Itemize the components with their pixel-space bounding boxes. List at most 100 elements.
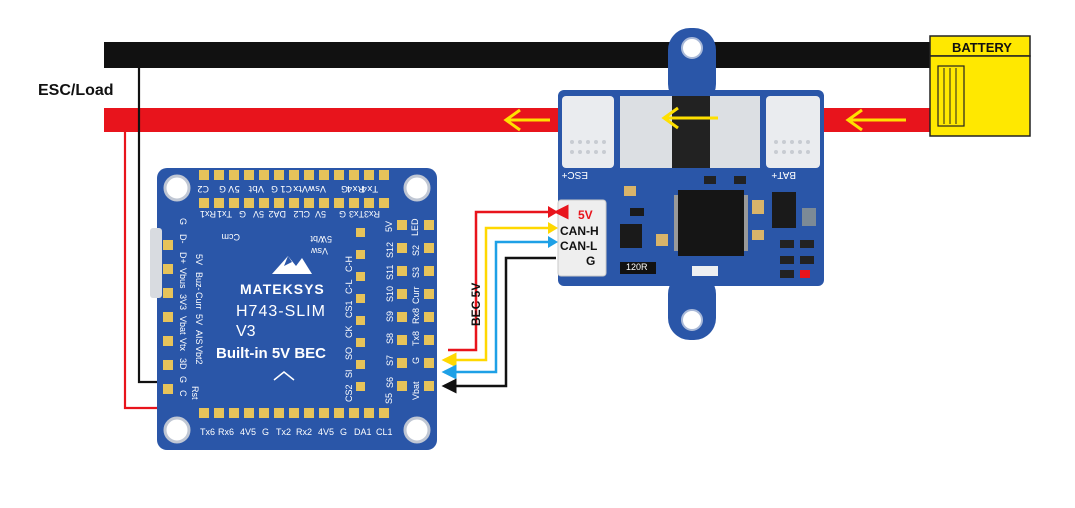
top-pin-label: C2 — [197, 183, 209, 193]
bat-plus-label: BAT+ — [771, 169, 796, 180]
arrow-head — [548, 206, 558, 218]
esc-plus-label: ESC+ — [561, 169, 588, 180]
bec-5v-label: BEC 5V — [469, 283, 483, 326]
left-pin-label: D+ — [178, 252, 188, 264]
inner-pin-label: Rx1 — [200, 209, 216, 219]
main-black-wire — [104, 42, 934, 68]
left-inner-label: AIS — [194, 330, 204, 345]
connector-pin-5v: 5V — [578, 208, 593, 222]
connector-pin-can-l: CAN-L — [560, 239, 597, 253]
can-l-wire — [441, 240, 550, 380]
inner-pin-label: Rx3 — [364, 209, 380, 219]
right-pin-label: S12 — [385, 242, 395, 258]
power-module: ESC+ BAT+ 120R 5V CAN-H CAN-L G — [557, 28, 824, 340]
bottom-pin-label: Rx2 — [296, 427, 312, 437]
inner-pin-label: G — [239, 209, 246, 219]
top-pin-label: Vsw — [308, 183, 326, 193]
mid-pin-label: SO — [344, 347, 354, 360]
mateksys-logo-icon — [272, 256, 312, 274]
mid-pin-label: CK — [344, 325, 354, 338]
side-pin-label: G — [411, 357, 421, 364]
bottom-pin-label: 4V5 — [318, 427, 334, 437]
top-pin-label: Vtx — [292, 183, 308, 193]
can-h-wire — [441, 226, 550, 368]
left-inner-label: 5V — [194, 314, 204, 325]
top-pin-label: C1 — [280, 183, 292, 193]
bottom-pin-label: G — [340, 427, 347, 437]
top-pin-label: Tx4 — [361, 183, 379, 193]
top-pin-label: Rx4 — [346, 183, 364, 193]
connector-pin-can-h: CAN-H — [560, 224, 599, 238]
right-pin-label: S8 — [385, 333, 395, 344]
bottom-pin-label: 4V5 — [240, 427, 256, 437]
arrow-mark-icon — [273, 371, 295, 381]
board-version: V3 — [236, 323, 256, 340]
pm-chip — [678, 190, 744, 256]
inner-label: 5V — [321, 234, 332, 244]
left-pin-label: G — [178, 376, 188, 383]
bottom-pin-label: Rx6 — [218, 427, 234, 437]
resistor-label: 120R — [626, 262, 648, 272]
bottom-pin-label: Tx6 — [200, 427, 215, 437]
top-pin-label: G — [341, 183, 348, 193]
top-pin-label: Vbt — [248, 183, 264, 193]
left-pin-label: Vtx — [178, 338, 188, 352]
side-pin-label: Curr — [411, 286, 421, 304]
arrow-head — [548, 236, 558, 248]
mid-pin-label: CS1 — [344, 300, 354, 318]
side-pin-label: S2 — [411, 245, 421, 256]
left-pin-label: C — [178, 390, 188, 397]
inner-pin-label: Tx1 — [217, 209, 232, 219]
right-pin-label: S7 — [385, 355, 395, 366]
top-pin-label: 5V — [227, 183, 240, 193]
left-inner-label: Buz- — [194, 272, 204, 291]
esc-load-label: ESC/Load — [38, 82, 114, 99]
right-pin-label: S11 — [385, 265, 395, 280]
side-pin-label: Tx8 — [411, 331, 421, 346]
inner-pin-label: Tx3 — [349, 209, 364, 219]
inner-label: Vsw — [310, 246, 328, 256]
right-pin-label: S6 — [385, 377, 395, 388]
left-pin-label: 3V3 — [178, 294, 188, 310]
inner-pin-label: CL2 — [293, 209, 310, 219]
left-pin-label: Vbus — [178, 268, 188, 289]
can-connector — [557, 199, 607, 277]
right-pin-label: 5V — [384, 221, 394, 232]
board-feature: Built-in 5V BEC — [216, 345, 326, 362]
inner-pin-label: G — [339, 209, 346, 219]
top-pin-label: G — [271, 183, 278, 193]
left-inner-label: 5V — [194, 254, 204, 265]
can-g-wire — [441, 256, 556, 394]
board-brand: MATEKSYS — [240, 281, 325, 297]
bottom-pin-label: G — [262, 427, 269, 437]
arrow-head — [548, 222, 558, 234]
inner-pin-label: 5V — [315, 209, 326, 219]
battery-label: BATTERY — [952, 40, 1012, 55]
mid-pin-label: SI — [344, 369, 354, 378]
mid-pin-label: CS2 — [344, 384, 354, 402]
can-5v-wire — [448, 204, 569, 352]
inner-label: Vbt — [310, 234, 324, 244]
left-pin-label: D- — [178, 234, 188, 244]
flight-controller: C2 G 5V Vbt G C1 Vtx Vsw G Rx4 Tx4 Rx1 T… — [150, 168, 437, 450]
bottom-pin-label: Tx2 — [276, 427, 291, 437]
left-pin-label: Vbat — [178, 316, 188, 335]
inner-label: Ccm — [222, 232, 241, 242]
reset-label: Rst — [190, 386, 200, 400]
left-inner-label: Curr — [194, 292, 204, 310]
top-pin-label: G — [219, 183, 226, 193]
right-pin-label: S9 — [385, 311, 395, 322]
left-inner-label: Vbt2 — [194, 346, 204, 365]
right-pin-label: S5 — [384, 393, 394, 404]
mid-pin-label: C-L — [344, 279, 354, 294]
board-model: H743-SLIM — [236, 303, 326, 320]
inner-pin-label: 5V — [253, 209, 264, 219]
right-pin-label: S10 — [385, 286, 395, 302]
battery: BATTERY — [929, 35, 1031, 137]
side-pin-label: Vbat — [411, 381, 421, 400]
left-pin-label: 3D — [178, 358, 188, 370]
connector-pin-g: G — [586, 254, 595, 268]
mid-pin-label: C-H — [344, 256, 354, 272]
side-pin-label: Rx8 — [411, 308, 421, 324]
